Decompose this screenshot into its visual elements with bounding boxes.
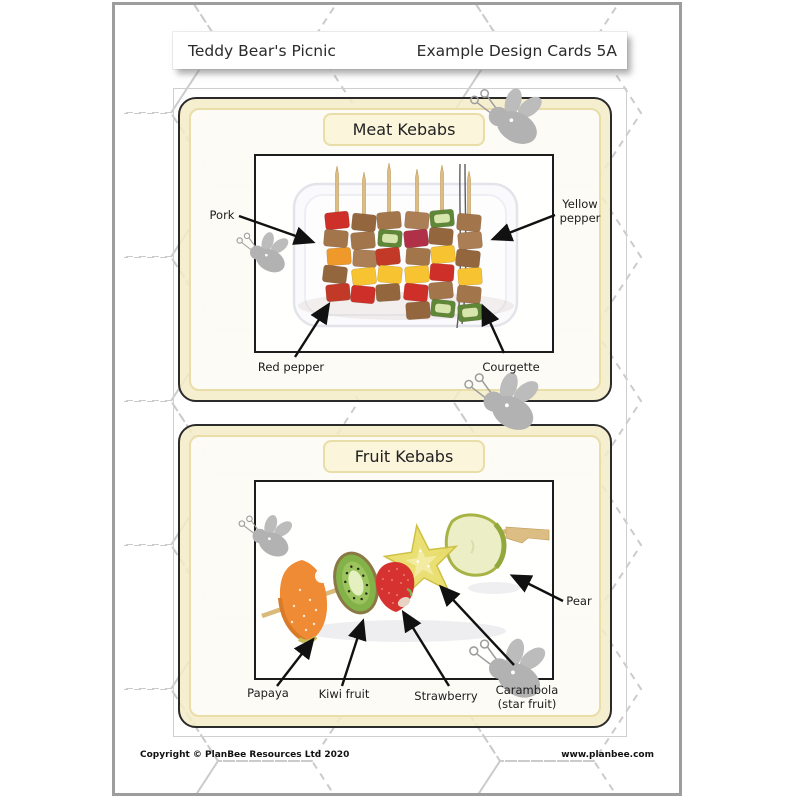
label-carambola: Carambola (star fruit) <box>495 683 559 711</box>
bee-icon <box>238 514 296 558</box>
page-header: Teddy Bear's Picnic Example Design Cards… <box>173 32 627 69</box>
card-title-text: Fruit Kebabs <box>354 447 454 466</box>
card-title-meat: Meat Kebabs <box>323 113 485 146</box>
copyright-text: Copyright © PlanBee Resources Ltd 2020 <box>140 750 350 760</box>
label-red-pepper: Red pepper <box>257 360 325 375</box>
strawberry <box>375 562 415 612</box>
bee-icon <box>464 371 543 432</box>
label-courgette: Courgette <box>482 360 540 375</box>
worksheet-page: Teddy Bear's Picnic Example Design Cards… <box>112 2 682 796</box>
carambola-star <box>382 523 459 599</box>
label-yellow-pepper: Yellow pepper <box>559 197 601 225</box>
label-pork: Pork <box>209 208 235 223</box>
label-strawberry: Strawberry <box>414 689 478 704</box>
kebab-food <box>322 208 483 323</box>
label-kiwi-fruit: Kiwi fruit <box>318 687 370 702</box>
kiwi-slice <box>333 551 379 615</box>
label-papaya: Papaya <box>247 686 289 701</box>
pear-slice <box>444 513 507 577</box>
website-text: www.planbee.com <box>561 750 654 760</box>
meat-kebabs-photo <box>254 154 554 353</box>
worksheet-subtitle: Example Design Cards 5A <box>416 41 617 60</box>
card-title-fruit: Fruit Kebabs <box>323 440 485 473</box>
bee-icon <box>236 231 292 274</box>
content-outline <box>173 88 627 737</box>
page-footer: Copyright © PlanBee Resources Ltd 2020 w… <box>140 750 654 760</box>
bee-icon <box>470 87 547 146</box>
card-title-text: Meat Kebabs <box>352 120 456 139</box>
card-meat-kebabs: Meat Kebabs <box>178 97 612 402</box>
worksheet-title: Teddy Bear's Picnic <box>188 41 336 60</box>
label-pear: Pear <box>566 594 592 609</box>
card-fruit-kebabs: Fruit Kebabs <box>178 424 612 728</box>
